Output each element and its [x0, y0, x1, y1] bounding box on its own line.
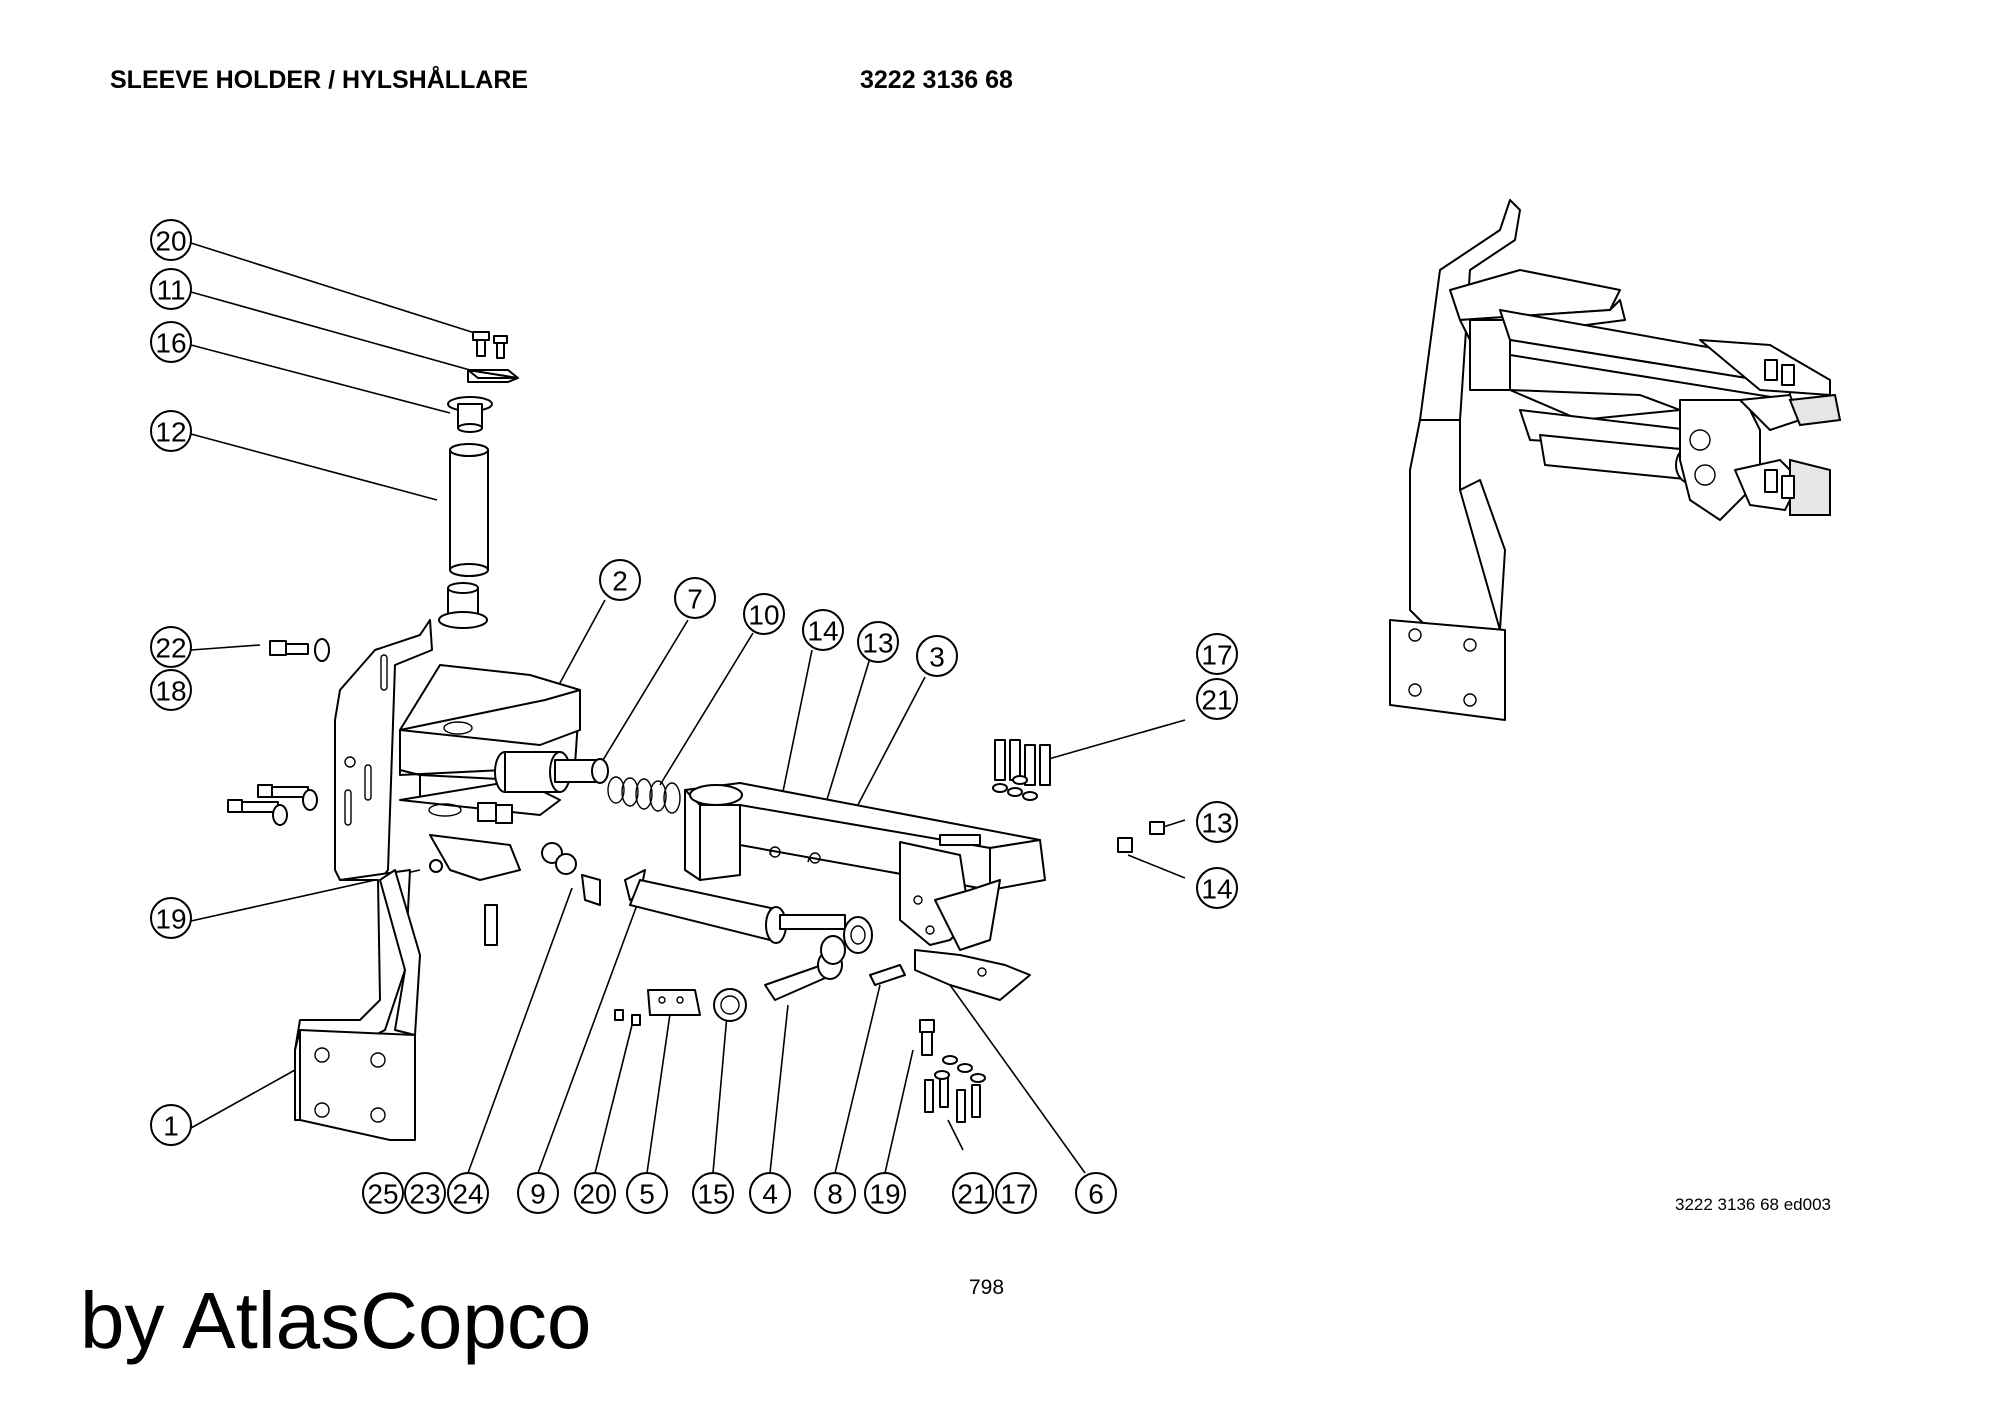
- part-number: 3222 3136 68: [860, 66, 1013, 94]
- svg-text:4: 4: [762, 1179, 778, 1210]
- callout-4: 4: [749, 1172, 791, 1214]
- callout-10: 10: [743, 593, 785, 635]
- svg-text:15: 15: [697, 1179, 728, 1210]
- callout-15: 15: [692, 1172, 734, 1214]
- part-bolt-22: [269, 638, 330, 662]
- callout-17-bottom: 17: [995, 1172, 1037, 1214]
- svg-text:13: 13: [1201, 808, 1232, 839]
- callout-14-right: 14: [1196, 867, 1238, 909]
- svg-text:13: 13: [862, 628, 893, 659]
- callout-11: 11: [150, 268, 192, 310]
- brand-footer: by AtlasCopco: [80, 1276, 592, 1365]
- callout-24: 24: [447, 1172, 489, 1214]
- callout-3: 3: [916, 635, 958, 677]
- svg-text:17: 17: [1000, 1179, 1031, 1210]
- svg-text:16: 16: [155, 328, 186, 359]
- callout-14-top: 14: [802, 609, 844, 651]
- part-9-hydraulic-cylinder: [624, 869, 873, 954]
- svg-text:9: 9: [530, 1179, 546, 1210]
- page-number: 798: [969, 1276, 1005, 1299]
- svg-text:20: 20: [579, 1179, 610, 1210]
- callout-20-bottom: 20: [574, 1172, 616, 1214]
- callout-18: 18: [150, 669, 192, 711]
- svg-text:21: 21: [957, 1179, 988, 1210]
- svg-text:12: 12: [155, 417, 186, 448]
- part-lock-plate: [467, 369, 519, 383]
- callout-2: 2: [599, 559, 641, 601]
- callout-6: 6: [1075, 1172, 1117, 1214]
- callout-8: 8: [814, 1172, 856, 1214]
- callout-25: 25: [362, 1172, 404, 1214]
- callout-1: 1: [150, 1104, 192, 1146]
- part-7-rod-end: [494, 751, 609, 793]
- svg-text:14: 14: [1201, 874, 1232, 905]
- svg-text:21: 21: [1201, 685, 1232, 716]
- svg-text:20: 20: [155, 226, 186, 257]
- svg-text:8: 8: [827, 1179, 843, 1210]
- svg-text:19: 19: [155, 904, 186, 935]
- edition-code: 3222 3136 68 ed003: [1675, 1195, 1831, 1214]
- callout-5: 5: [626, 1172, 668, 1214]
- svg-text:17: 17: [1201, 640, 1232, 671]
- callout-7: 7: [674, 577, 716, 619]
- part-sleeve-pin: [449, 443, 489, 577]
- callout-16: 16: [150, 321, 192, 363]
- callout-20-top: 20: [150, 219, 192, 261]
- svg-text:25: 25: [367, 1179, 398, 1210]
- svg-text:18: 18: [155, 676, 186, 707]
- svg-text:3: 3: [929, 642, 945, 673]
- part-flange-bushing-bottom: [438, 582, 488, 629]
- part-1-mounting-bracket: [294, 619, 433, 1141]
- assembled-view: [1389, 199, 1842, 721]
- svg-text:11: 11: [156, 275, 185, 306]
- svg-text:6: 6: [1088, 1179, 1104, 1210]
- svg-text:1: 1: [163, 1111, 179, 1142]
- callout-17-right: 17: [1196, 633, 1238, 675]
- part-grease-nipples: [1117, 821, 1165, 853]
- part-3-arm-beam: [684, 782, 1046, 891]
- part-bolts-21-17-upper: [992, 739, 1051, 801]
- callout-21-bottom: 21: [952, 1172, 994, 1214]
- part-bolts-21-17-lower: [924, 1055, 986, 1123]
- svg-text:10: 10: [748, 600, 779, 631]
- part-6-swivel-bracket: [899, 841, 1031, 1001]
- callout-9: 9: [517, 1172, 559, 1214]
- callout-13-top: 13: [857, 621, 899, 663]
- svg-text:7: 7: [687, 584, 703, 615]
- svg-text:2: 2: [612, 566, 628, 597]
- page-title: SLEEVE HOLDER / HYLSHÅLLARE: [110, 66, 529, 94]
- callout-13-right: 13: [1196, 801, 1238, 843]
- callout-12: 12: [150, 410, 192, 452]
- callout-21-right: 21: [1196, 678, 1238, 720]
- svg-text:14: 14: [807, 616, 838, 647]
- part-flange-bushing-top: [447, 396, 493, 433]
- part-bolts-bracket: [227, 784, 318, 826]
- callout-19-left: 19: [150, 897, 192, 939]
- callout-22: 22: [150, 626, 192, 668]
- svg-text:24: 24: [452, 1179, 483, 1210]
- svg-text:22: 22: [155, 633, 186, 664]
- part-bolts-top: [472, 331, 508, 359]
- svg-text:5: 5: [639, 1179, 655, 1210]
- callout-19-bottom: 19: [864, 1172, 906, 1214]
- svg-text:19: 19: [869, 1179, 900, 1210]
- part-fittings-misc: [429, 842, 935, 1056]
- part-10-spring: [607, 776, 681, 814]
- svg-text:23: 23: [409, 1179, 440, 1210]
- callout-23: 23: [404, 1172, 446, 1214]
